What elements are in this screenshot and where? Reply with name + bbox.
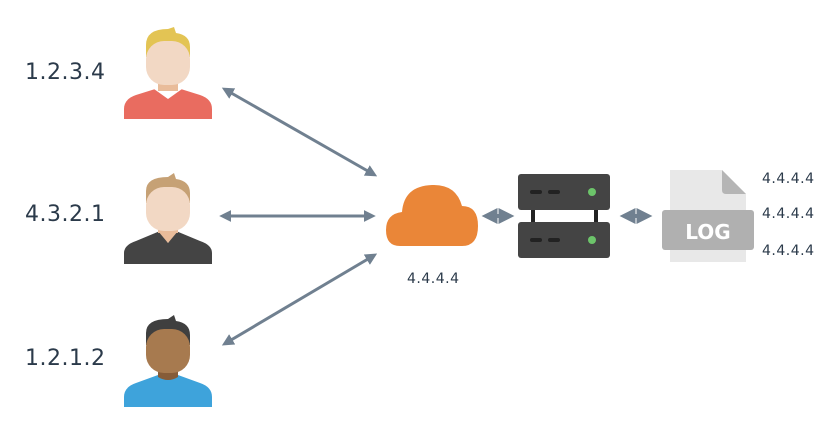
client-ip-2: 4.3.2.1 (25, 202, 106, 227)
client-avatar-1 (124, 27, 212, 119)
client-ip-3: 1.2.1.2 (25, 346, 106, 371)
client-avatar-3 (124, 315, 212, 407)
arrow-client3-cloud (221, 253, 378, 346)
log-entry-3: 4.4.4.4 (762, 243, 815, 259)
log-entry-2: 4.4.4.4 (762, 206, 815, 222)
log-label: LOG (685, 220, 730, 244)
cloud-ip-label: 4.4.4.4 (407, 271, 460, 287)
arrow-client1-cloud (221, 87, 378, 177)
log-file-icon: LOG (662, 170, 754, 262)
client-avatar-2 (124, 173, 212, 264)
client-ip-1: 1.2.3.4 (25, 60, 106, 85)
server-icon (518, 174, 610, 258)
log-entry-1: 4.4.4.4 (762, 171, 815, 187)
cloud-icon (386, 184, 478, 246)
shirt (124, 85, 212, 119)
